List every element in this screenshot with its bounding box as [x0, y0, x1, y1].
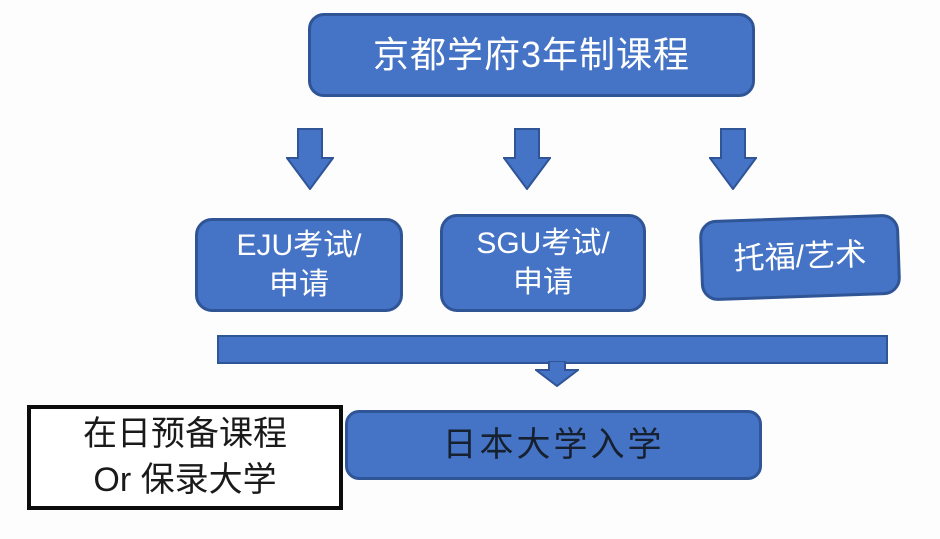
node-preparatory-note: 在日预备课程 Or 保录大学: [27, 405, 343, 510]
node-program-label: 京都学府3年制课程: [372, 33, 691, 75]
node-sgu-label-line2: 申请: [513, 266, 573, 299]
down-arrow-icon: [709, 128, 757, 190]
down-arrow-icon: [286, 128, 334, 190]
node-university-admission: 日本大学入学: [345, 410, 762, 480]
collector-bar: [217, 335, 888, 364]
node-sgu-label-line1: SGU考试/: [476, 227, 610, 260]
node-eju-label-line1: EJU考试/: [236, 229, 362, 262]
node-preparatory-note-line1: 在日预备课程: [83, 414, 287, 453]
node-university-admission-label: 日本大学入学: [442, 425, 665, 464]
node-eju-label-line2: 申请: [269, 268, 329, 301]
node-toefl-art: 托福/艺术: [698, 213, 902, 302]
down-arrow-small-icon: [535, 361, 579, 387]
node-eju-exam: EJU考试/ 申请: [195, 218, 403, 312]
node-sgu-exam: SGU考试/ 申请: [440, 214, 646, 312]
node-toefl-label: 托福/艺术: [733, 237, 867, 277]
down-arrow-icon: [503, 128, 551, 190]
node-program: 京都学府3年制课程: [308, 13, 755, 97]
node-preparatory-note-line2: Or 保录大学: [93, 460, 277, 499]
